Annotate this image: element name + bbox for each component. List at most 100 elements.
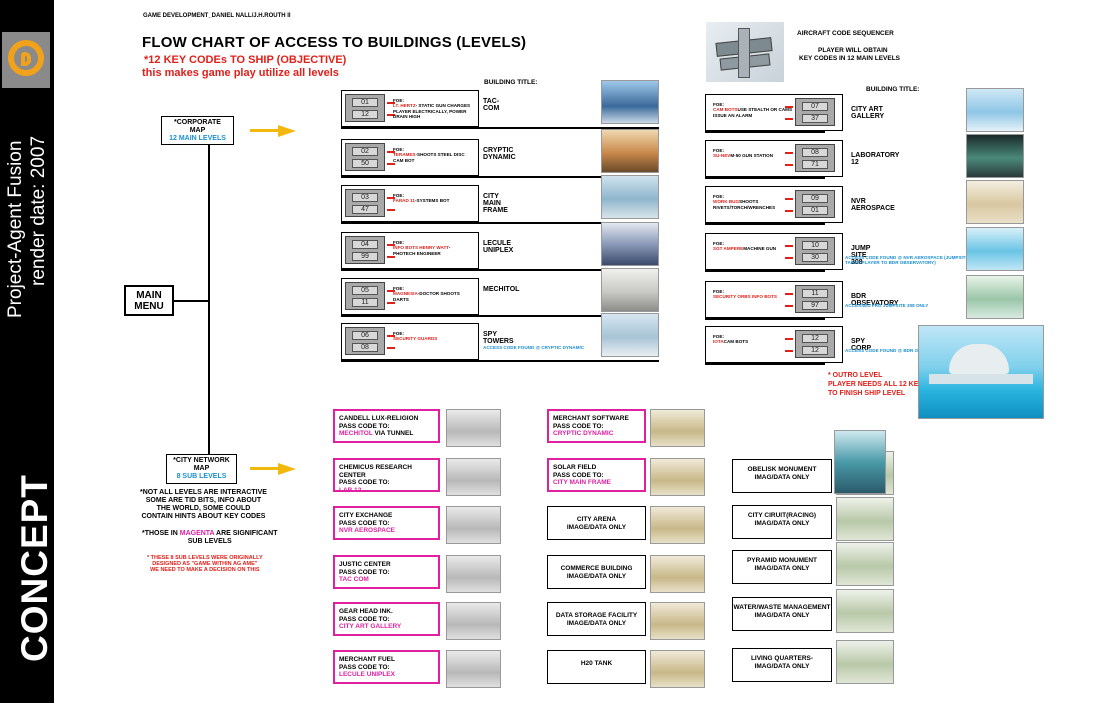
note-line: *NOT ALL LEVELS ARE INTERACTIVE: [140, 489, 267, 496]
foe-detail: USE STEALTH OR CAMS ISSUE AN ALARM: [713, 107, 793, 118]
sublevel-info-box[interactable]: LIVING QUARTERS-IMAG/DATA ONLY: [732, 648, 832, 682]
pass-code-label: PASS CODE TO:: [339, 479, 390, 486]
project-name: Project-Agent Fusion: [5, 140, 26, 318]
corporate-arrow-head: [278, 125, 296, 137]
code-dash: [785, 257, 793, 259]
objective-line-1: *12 KEY CODEs TO SHIP (OBJECTIVE): [144, 54, 347, 66]
pass-target-name: LECULE UNIPLEX: [339, 671, 395, 678]
foe-name: LT. HERTZ: [393, 103, 416, 109]
outro-line: TO FINISH SHIP LEVEL: [828, 390, 906, 397]
key-code: 47: [352, 205, 378, 214]
underline: [705, 363, 825, 365]
sublevel-name: MERCHANT FUEL: [339, 656, 395, 663]
pass-code-label: PASS CODE TO:: [339, 663, 390, 671]
pass-code-label: PASS CODE TO:: [339, 519, 390, 527]
foe-name: INFO BOTS HENRY WATT: [393, 245, 449, 251]
foe-description: FOE:SU-NEVM-50 GUN STATION: [713, 148, 793, 159]
foe-name: CAM BOTS: [713, 107, 738, 113]
sublevel-sub: IMAGE/DATA ONLY: [566, 619, 627, 627]
notes-interactive: *NOT ALL LEVELS ARE INTERACTIVE SOME ARE…: [140, 489, 267, 521]
code-dash: [387, 256, 395, 258]
sublevel-info-box[interactable]: CITY CIRUIT(RACING)IMAG/DATA ONLY: [732, 505, 832, 539]
key-code: 50: [352, 159, 378, 168]
key-code: 99: [352, 252, 378, 261]
sublevel-sub: IMAG/DATA ONLY: [754, 662, 810, 670]
foe-detail: MACHINE GUN: [743, 246, 777, 252]
foe-label: FOE:: [393, 98, 404, 103]
pass-target: TAC COM: [339, 576, 438, 584]
left-building-image: [601, 313, 659, 357]
access-note: ACCESS CODE FOUND @ BDR OBSERVATORY: [845, 348, 950, 353]
pass-target-name: MECHITOL: [339, 430, 373, 437]
foe-label: FOE:: [393, 147, 404, 152]
code-dash: [387, 114, 395, 116]
foe-description: FOE:IOTACAM BOTS: [713, 334, 793, 345]
code-dash: [387, 163, 395, 165]
pass-target-name: LAB 12: [339, 486, 362, 494]
underline: [341, 222, 659, 224]
sublevel-image: [650, 458, 705, 496]
sidebar: Project-Agent Fusion render date: 2007 C…: [0, 0, 55, 703]
sublevel-name: JUSTIC CENTER: [339, 561, 391, 568]
sublevel-image: [446, 409, 501, 447]
code-dash: [387, 209, 395, 211]
objective-note: *12 KEY CODEs TO SHIP (OBJECTIVE) this m…: [142, 54, 346, 80]
foe-name: SU-NEV: [713, 153, 731, 159]
underline: [341, 315, 659, 317]
aircraft-desc-1: PLAYER WILL OBTAIN: [818, 47, 888, 54]
note-line: CONTAIN HINTS ABOUT KEY CODES: [141, 513, 266, 520]
objective-line-2: this makes game play utilize all levels: [142, 67, 339, 79]
foe-description: FOE:SGT AMPEREMACHINE GUN: [713, 241, 793, 252]
city-network-map-box[interactable]: *CITY NETWORK MAP 8 SUB LEVELS: [166, 454, 237, 484]
pass-code-label: PASS CODE TO:: [339, 615, 390, 623]
note-line: SUB LEVELS: [187, 538, 232, 545]
sublevel-pass-box[interactable]: GEAR HEAD INK.PASS CODE TO:CITY ART GALL…: [333, 602, 440, 636]
aircraft-desc-2: KEY CODES IN 12 MAIN LEVELS: [799, 55, 901, 62]
sublevel-name: CITY CIRUIT(RACING): [747, 512, 817, 519]
key-code: 08: [352, 343, 378, 352]
foe-name: TERAMES: [393, 152, 416, 158]
key-code: 71: [802, 160, 828, 169]
code-dash: [785, 305, 793, 307]
underline: [341, 269, 659, 271]
building-title: NVR AEROSPACE: [851, 198, 895, 212]
code-dash: [785, 198, 793, 200]
key-code: 01: [352, 98, 378, 107]
sublevel-name: CHEMICUS RESEARCH CENTER: [339, 464, 412, 479]
underline: [705, 270, 825, 272]
foe-name: SECURITY ORBS INFO BOTS: [713, 294, 777, 300]
sublevel-name: CITY EXCHANGE: [339, 512, 393, 519]
foe-detail: -SYSTEMS BOT: [414, 198, 450, 204]
corporate-arrow: [250, 129, 280, 132]
building-title: CITY MAIN FRAME: [483, 193, 508, 214]
access-note: ACCESSED FRO JUMPSITE 308 ONLY: [845, 303, 929, 308]
circular-logo-icon: [8, 40, 44, 76]
corporate-map-box[interactable]: *CORPORATE MAP 12 MAIN LEVELS: [161, 116, 234, 145]
foe-name: SGT AMPERE: [713, 246, 744, 252]
sublevel-image: [836, 589, 894, 633]
notes-magenta: *THOSE IN MAGENTA ARE SIGNIFICANT SUB LE…: [142, 530, 277, 546]
code-dash: [387, 302, 395, 304]
foe-label: FOE:: [393, 240, 404, 245]
main-menu-box[interactable]: MAIN MENU: [124, 285, 174, 316]
sublevel-name: GEAR HEAD INK.: [339, 608, 393, 615]
building-title: LABORATORY 12: [851, 152, 900, 166]
foe-name: MAGNESIA: [393, 291, 418, 297]
sublevel-info-box[interactable]: H20 TANK: [547, 650, 646, 684]
pass-code-label: PASS CODE TO:: [553, 471, 604, 479]
foe-label: FOE:: [393, 331, 404, 336]
connector-menu: [174, 300, 209, 302]
